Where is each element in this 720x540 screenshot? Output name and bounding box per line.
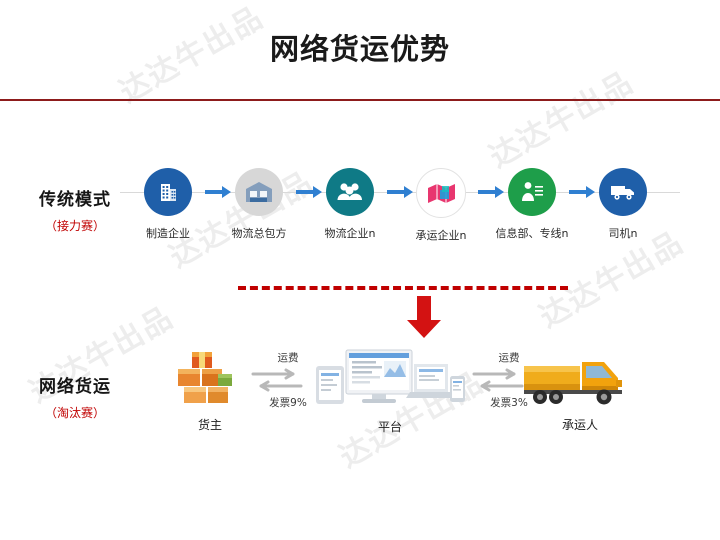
cargo-boxes-icon [168, 348, 252, 410]
bottom-node-caption: 货主 [197, 418, 222, 432]
bottom-node-caption: 平台 [377, 420, 402, 434]
transfer-group-owner-platform: 运费 发票9% [249, 350, 327, 410]
chain-node-driver[interactable]: 司机n [583, 168, 663, 241]
row-label-network-freight: 网络货运 （淘汰赛） [10, 372, 140, 421]
chain-node-info-dept[interactable]: 信息部、专线n [492, 168, 572, 241]
bottom-node-carrier[interactable]: 承运人 [520, 352, 640, 433]
chain-arrow-4 [478, 186, 504, 198]
chain-arrow-1 [205, 186, 231, 198]
bottom-node-platform[interactable]: 平台 [310, 340, 470, 435]
exchange-arrows-icon [249, 367, 327, 393]
factory-building-icon [144, 168, 192, 216]
chain-node-caption: 司机n [608, 227, 638, 240]
people-group-icon [326, 168, 374, 216]
row-sublabel-traditional-text: （接力赛） [44, 219, 105, 233]
transfer-bottom-label: 发票9% [269, 397, 307, 409]
down-arrow-icon [406, 296, 442, 338]
row-sublabel-network-text: （淘汰赛） [44, 406, 105, 420]
transfer-top-label: 运费 [498, 352, 520, 364]
chain-arrow-3 [387, 186, 413, 198]
map-route-icon [416, 168, 466, 218]
transfer-group-platform-carrier: 运费 发票3% [470, 350, 548, 410]
row-label-network-text: 网络货运 [39, 377, 111, 397]
bottom-node-cargo-owner[interactable]: 货主 [168, 348, 252, 433]
chain-node-caption: 信息部、专线n [495, 227, 569, 240]
chain-node-caption: 物流总包方 [231, 227, 287, 240]
chain-node-caption: 物流企业n [324, 227, 376, 240]
chain-arrow-2 [296, 186, 322, 198]
transfer-top-label: 运费 [277, 352, 299, 364]
row-label-traditional: 传统模式 （接力赛） [10, 185, 140, 234]
chain-node-logistics-company[interactable]: 物流企业n [310, 168, 390, 241]
platform-devices-icon [310, 340, 470, 412]
exchange-arrows-icon [470, 367, 548, 393]
chain-node-carrier-company[interactable]: 承运企业n [401, 168, 481, 243]
watermark: 达达牛出品 [483, 64, 640, 176]
chain-node-caption: 承运企业n [415, 229, 467, 242]
row-label-traditional-text: 传统模式 [39, 190, 111, 210]
section-divider-dashed [238, 286, 568, 290]
transfer-bottom-label: 发票3% [490, 397, 528, 409]
title-divider [0, 99, 720, 101]
bottom-node-caption: 承运人 [561, 418, 598, 432]
yellow-truck-icon [520, 352, 640, 410]
chain-node-manufacturer[interactable]: 制造企业 [128, 168, 208, 241]
person-info-icon [508, 168, 556, 216]
chain-node-logistics-contractor[interactable]: 物流总包方 [219, 168, 299, 241]
warehouse-icon [235, 168, 283, 216]
chain-node-caption: 制造企业 [146, 227, 190, 240]
chain-arrow-5 [569, 186, 595, 198]
truck-icon [599, 168, 647, 216]
page-title: 网络货运优势 [269, 32, 450, 66]
